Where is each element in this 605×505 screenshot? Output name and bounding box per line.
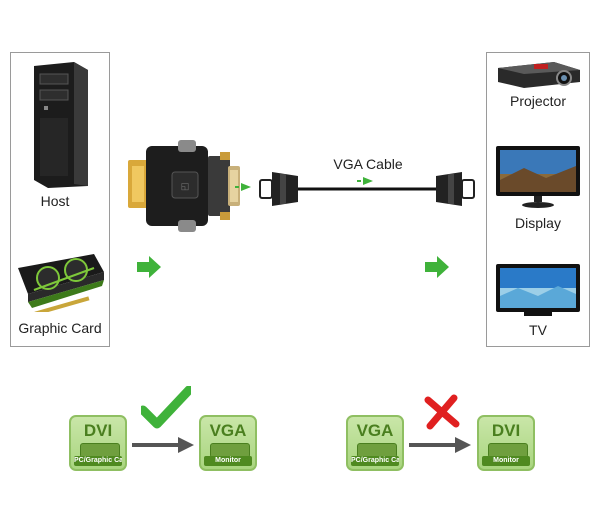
graphics-card-icon	[18, 254, 104, 312]
graphics-card-label: Graphic Card	[18, 320, 102, 336]
badge-title: DVI	[491, 421, 521, 440]
cross-mark-icon	[424, 394, 460, 430]
vga-cable-label: VGA Cable	[333, 156, 403, 172]
small-right-arrow-icon	[235, 183, 251, 191]
badge-title: VGA	[356, 421, 394, 440]
badge-subtitle: Monitor	[204, 456, 252, 466]
host-label: Host	[40, 193, 70, 209]
host-computer-icon	[34, 62, 88, 188]
check-mark-icon	[141, 386, 191, 429]
connection-arrow-icon	[132, 437, 194, 453]
badge-subtitle: PC/Graphic Card	[351, 456, 399, 466]
display-monitor-icon	[496, 146, 580, 208]
projector-icon	[498, 62, 580, 88]
badge-title: DVI	[83, 421, 113, 440]
badge-title: VGA	[209, 421, 247, 440]
projector-label: Projector	[509, 93, 567, 109]
display-label: Display	[515, 215, 561, 231]
svg-text:◱: ◱	[181, 181, 190, 191]
dvi-source-badge: DVI PC/Graphic Card	[69, 415, 127, 471]
badge-subtitle: Monitor	[482, 456, 530, 466]
vga-cable-image	[259, 172, 475, 206]
dvi-monitor-badge: DVI Monitor	[477, 415, 535, 471]
badge-subtitle: PC/Graphic Card	[74, 456, 122, 466]
vga-source-badge: VGA PC/Graphic Card	[346, 415, 404, 471]
cable-direction-arrow-icon	[357, 177, 373, 185]
right-arrow-icon	[425, 256, 449, 278]
tv-icon	[496, 264, 580, 316]
connection-arrow-icon	[409, 437, 471, 453]
tv-label: TV	[529, 322, 547, 338]
vga-monitor-badge: VGA Monitor	[199, 415, 257, 471]
dvi-to-vga-adapter-image: ◱	[128, 140, 240, 232]
right-arrow-icon	[137, 256, 161, 278]
